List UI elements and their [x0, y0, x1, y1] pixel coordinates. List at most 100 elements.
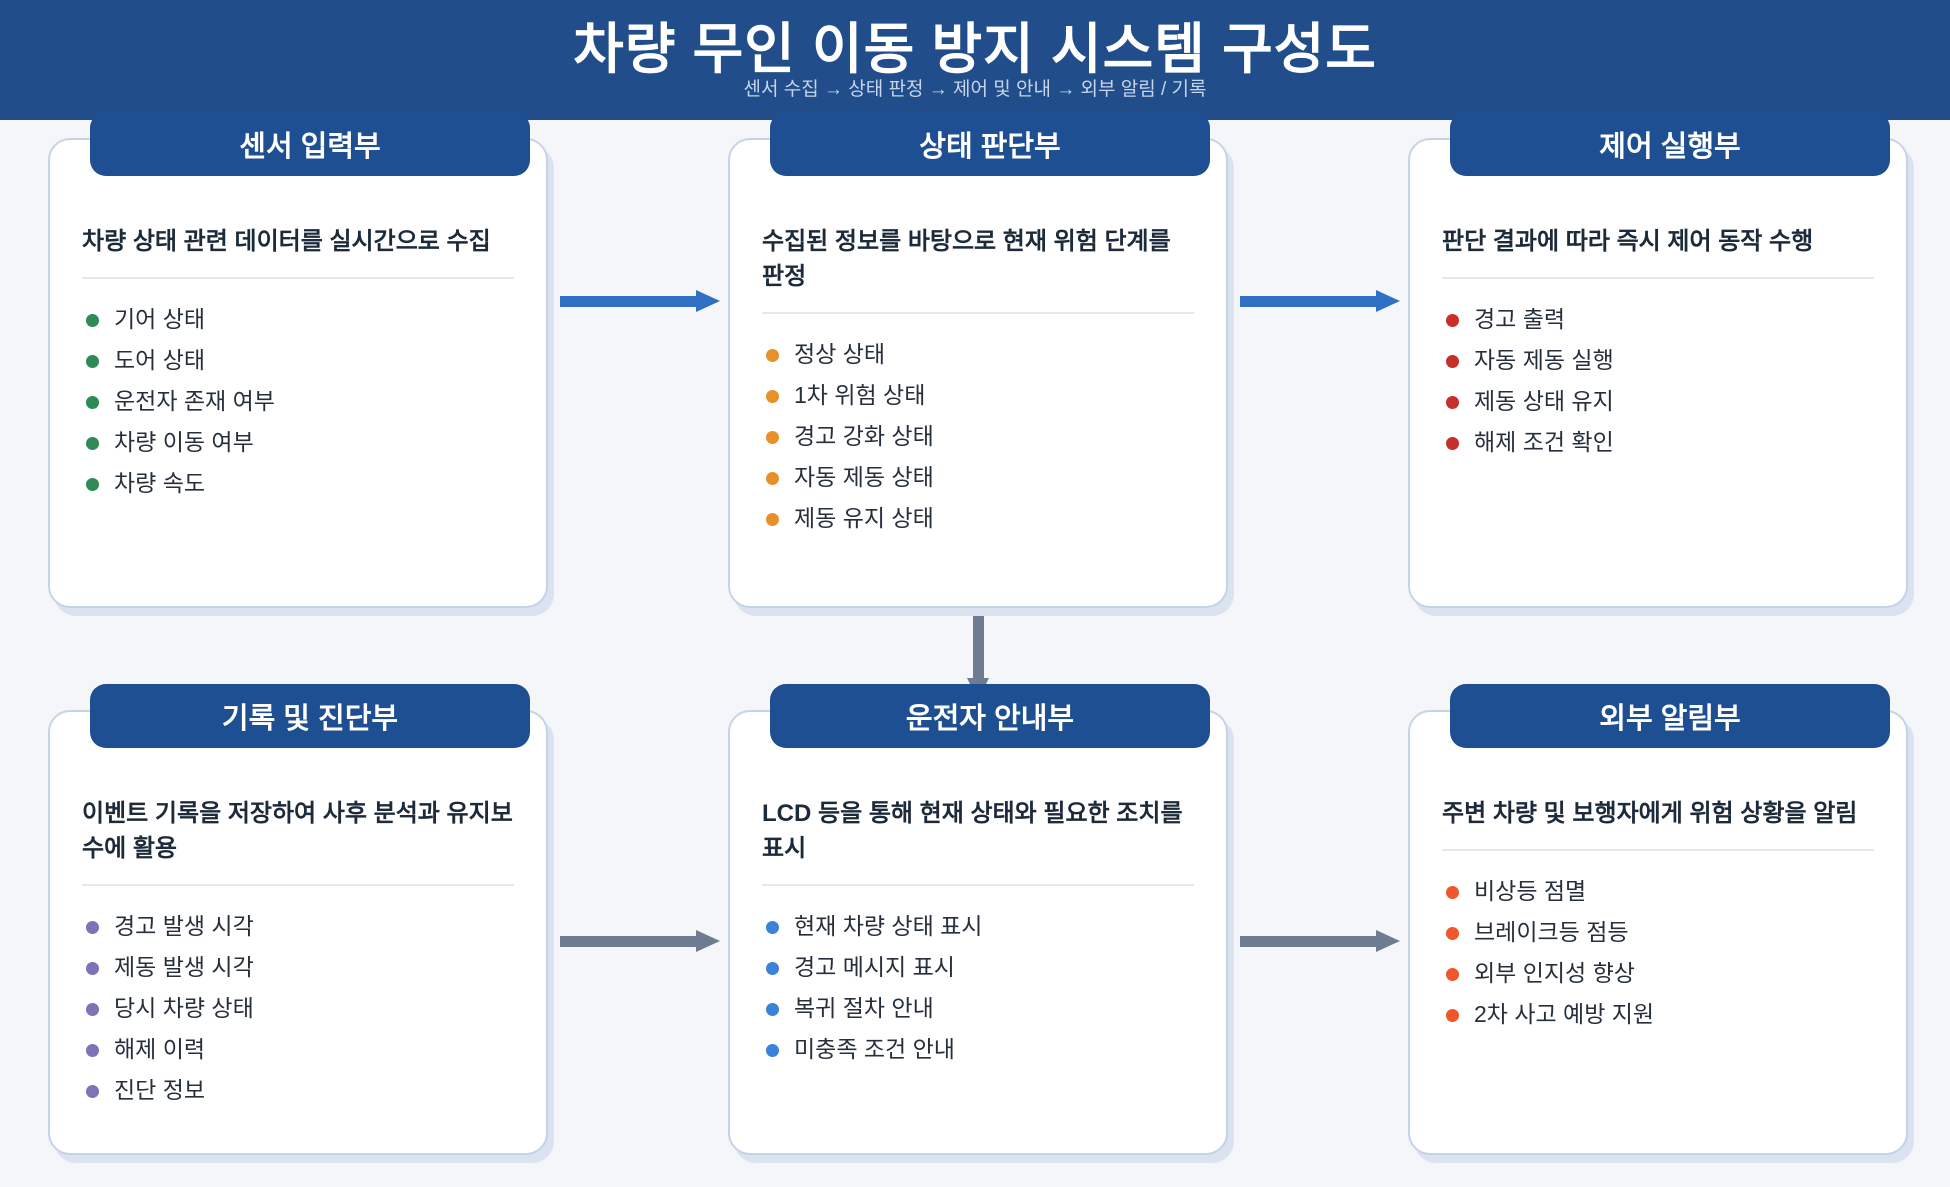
- card-log-diagnosis[interactable]: 기록 및 진단부 이벤트 기록을 저장하여 사후 분석과 유지보수에 활용 경고…: [48, 684, 548, 1155]
- card-list: 경고 출력 자동 제동 실행 제동 상태 유지 해제 조건 확인: [1442, 299, 1874, 463]
- list-item: 진단 정보: [82, 1070, 514, 1111]
- list-item-label: 해제 이력: [114, 1036, 206, 1062]
- list-item-label: 운전자 존재 여부: [114, 388, 275, 414]
- list-item: 해제 이력: [82, 1029, 514, 1070]
- list-item-label: 외부 인지성 향상: [1474, 960, 1635, 986]
- arrow-shaft: [973, 612, 984, 680]
- list-item-label: 브레이크등 점등: [1474, 919, 1629, 945]
- list-item-label: 2차 사고 예방 지원: [1474, 1001, 1655, 1027]
- card-body: LCD 등을 통해 현재 상태와 필요한 조치를 표시 현재 차량 상태 표시 …: [730, 768, 1226, 1070]
- bullet-dot-icon: [86, 478, 99, 491]
- list-item: 경고 출력: [1442, 299, 1874, 340]
- arrow-shaft: [1240, 936, 1378, 947]
- bullet-dot-icon: [86, 437, 99, 450]
- bullet-dot-icon: [766, 431, 779, 444]
- bullet-dot-icon: [766, 1044, 779, 1057]
- card-body: 이벤트 기록을 저장하여 사후 분석과 유지보수에 활용 경고 발생 시각 제동…: [50, 768, 546, 1111]
- list-item-label: 당시 차량 상태: [114, 995, 254, 1021]
- list-item: 제동 발생 시각: [82, 947, 514, 988]
- bullet-dot-icon: [1446, 314, 1459, 327]
- arrow-driver-to-external: [1240, 930, 1400, 952]
- list-item-label: 정상 상태: [794, 341, 886, 367]
- list-item: 해제 조건 확인: [1442, 422, 1874, 463]
- list-item: 외부 인지성 향상: [1442, 953, 1874, 994]
- card-driver-guidance[interactable]: 운전자 안내부 LCD 등을 통해 현재 상태와 필요한 조치를 표시 현재 차…: [728, 684, 1228, 1155]
- list-item-label: 제동 상태 유지: [1474, 388, 1614, 414]
- bullet-dot-icon: [766, 921, 779, 934]
- card-body: 차량 상태 관련 데이터를 실시간으로 수집 기어 상태 도어 상태 운전자 존…: [50, 196, 546, 504]
- list-item: 미충족 조건 안내: [762, 1029, 1194, 1070]
- bullet-dot-icon: [1446, 437, 1459, 450]
- bullet-dot-icon: [1446, 396, 1459, 409]
- bullet-dot-icon: [766, 1003, 779, 1016]
- bullet-dot-icon: [766, 513, 779, 526]
- list-item-label: 경고 메시지 표시: [794, 954, 955, 980]
- arrow-shaft: [560, 296, 698, 307]
- list-item-label: 기어 상태: [114, 306, 206, 332]
- card-body: 주변 차량 및 보행자에게 위험 상황을 알림 비상등 점멸 브레이크등 점등 …: [1410, 768, 1906, 1035]
- list-item-label: 도어 상태: [114, 347, 206, 373]
- card-list: 기어 상태 도어 상태 운전자 존재 여부 차량 이동 여부 차량 속도: [82, 299, 514, 504]
- bullet-dot-icon: [86, 962, 99, 975]
- arrow-shaft: [1240, 296, 1378, 307]
- list-item: 현재 차량 상태 표시: [762, 906, 1194, 947]
- list-item-label: 경고 발생 시각: [114, 913, 254, 939]
- card-title-log-diagnosis: 기록 및 진단부: [90, 684, 530, 748]
- list-item: 2차 사고 예방 지원: [1442, 994, 1874, 1035]
- list-item-label: 차량 속도: [114, 470, 206, 496]
- list-item: 제동 유지 상태: [762, 498, 1194, 539]
- card-summary: 주변 차량 및 보행자에게 위험 상황을 알림: [1442, 796, 1874, 851]
- card-sensor-input[interactable]: 센서 입력부 차량 상태 관련 데이터를 실시간으로 수집 기어 상태 도어 상…: [48, 112, 548, 608]
- list-item: 당시 차량 상태: [82, 988, 514, 1029]
- arrow-log-to-driver: [560, 930, 720, 952]
- card-control-execution[interactable]: 제어 실행부 판단 결과에 따라 즉시 제어 동작 수행 경고 출력 자동 제동…: [1408, 112, 1908, 608]
- list-item: 경고 발생 시각: [82, 906, 514, 947]
- arrow-state-to-control: [1240, 290, 1400, 312]
- bullet-dot-icon: [86, 314, 99, 327]
- card-summary: 수집된 정보를 바탕으로 현재 위험 단계를 판정: [762, 224, 1194, 314]
- page-title: 차량 무인 이동 방지 시스템 구성도: [573, 18, 1377, 80]
- bullet-dot-icon: [1446, 968, 1459, 981]
- card-summary: 이벤트 기록을 저장하여 사후 분석과 유지보수에 활용: [82, 796, 514, 886]
- bullet-dot-icon: [766, 390, 779, 403]
- card-external-alert[interactable]: 외부 알림부 주변 차량 및 보행자에게 위험 상황을 알림 비상등 점멸 브레…: [1408, 684, 1908, 1155]
- list-item: 복귀 절차 안내: [762, 988, 1194, 1029]
- list-item-label: 차량 이동 여부: [114, 429, 254, 455]
- card-list: 경고 발생 시각 제동 발생 시각 당시 차량 상태 해제 이력 진단 정보: [82, 906, 514, 1111]
- list-item-label: 비상등 점멸: [1474, 878, 1587, 904]
- list-item: 운전자 존재 여부: [82, 381, 514, 422]
- list-item: 제동 상태 유지: [1442, 381, 1874, 422]
- bullet-dot-icon: [766, 349, 779, 362]
- list-item-label: 해제 조건 확인: [1474, 429, 1614, 455]
- list-item-label: 제동 발생 시각: [114, 954, 254, 980]
- card-summary: LCD 등을 통해 현재 상태와 필요한 조치를 표시: [762, 796, 1194, 886]
- list-item: 자동 제동 상태: [762, 457, 1194, 498]
- list-item: 비상등 점멸: [1442, 871, 1874, 912]
- bullet-dot-icon: [86, 1044, 99, 1057]
- card-summary: 판단 결과에 따라 즉시 제어 동작 수행: [1442, 224, 1874, 279]
- bullet-dot-icon: [766, 962, 779, 975]
- bullet-dot-icon: [86, 1085, 99, 1098]
- page-header: 차량 무인 이동 방지 시스템 구성도 센서 수집 → 상태 판정 → 제어 및…: [0, 0, 1950, 120]
- card-state-judgement[interactable]: 상태 판단부 수집된 정보를 바탕으로 현재 위험 단계를 판정 정상 상태 1…: [728, 112, 1228, 608]
- bullet-dot-icon: [86, 355, 99, 368]
- card-title-control-execution: 제어 실행부: [1450, 112, 1890, 176]
- list-item-label: 자동 제동 상태: [794, 464, 934, 490]
- list-item-label: 미충족 조건 안내: [794, 1036, 955, 1062]
- list-item-label: 현재 차량 상태 표시: [794, 913, 983, 939]
- list-item: 경고 메시지 표시: [762, 947, 1194, 988]
- card-title-driver-guidance: 운전자 안내부: [770, 684, 1210, 748]
- list-item-label: 자동 제동 실행: [1474, 347, 1614, 373]
- bullet-dot-icon: [1446, 886, 1459, 899]
- arrow-shaft: [560, 936, 698, 947]
- list-item: 1차 위험 상태: [762, 375, 1194, 416]
- list-item-label: 경고 강화 상태: [794, 423, 934, 449]
- card-summary: 차량 상태 관련 데이터를 실시간으로 수집: [82, 224, 514, 279]
- bullet-dot-icon: [1446, 355, 1459, 368]
- arrow-head: [696, 930, 720, 952]
- card-body: 판단 결과에 따라 즉시 제어 동작 수행 경고 출력 자동 제동 실행 제동 …: [1410, 196, 1906, 463]
- card-title-external-alert: 외부 알림부: [1450, 684, 1890, 748]
- list-item-label: 경고 출력: [1474, 306, 1566, 332]
- card-title-sensor-input: 센서 입력부: [90, 112, 530, 176]
- list-item: 자동 제동 실행: [1442, 340, 1874, 381]
